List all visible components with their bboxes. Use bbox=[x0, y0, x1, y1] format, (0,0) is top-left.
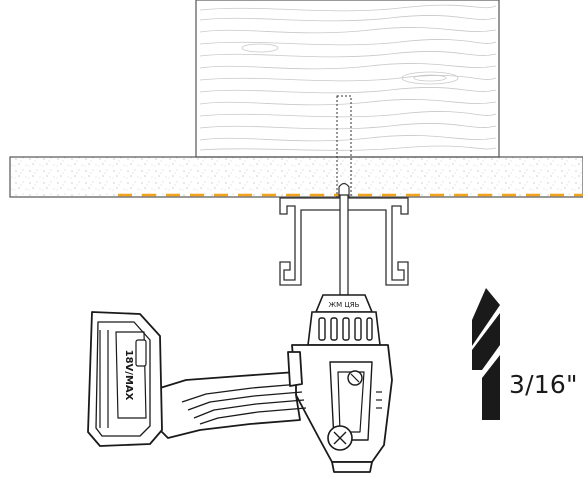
wood-grain bbox=[199, 4, 497, 151]
wood-joist bbox=[195, 0, 500, 158]
ceiling-panel bbox=[9, 156, 583, 198]
chuck-marking: ЖМ ЦЯЬ bbox=[329, 301, 360, 309]
drill-bit-size-label: 3/16" bbox=[509, 370, 578, 399]
screw-head bbox=[338, 182, 350, 198]
battery-voltage-label: 18V/MAX bbox=[123, 350, 134, 401]
drill-body bbox=[149, 344, 393, 473]
drill-bit-shaft bbox=[339, 194, 349, 296]
battery-pack: 18V/MAX bbox=[87, 311, 163, 447]
drill-bit-icon bbox=[472, 288, 500, 420]
drill-chuck: ЖМ ЦЯЬ bbox=[307, 294, 381, 346]
